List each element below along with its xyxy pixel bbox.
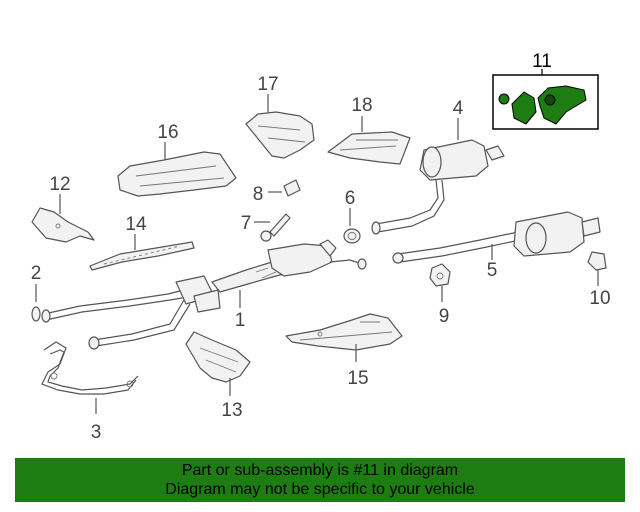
part-1-flange-rear bbox=[357, 258, 367, 270]
part-7-group[interactable]: 7 bbox=[241, 213, 291, 242]
part-1-lower-pipe-b bbox=[95, 303, 191, 347]
part-3-bracket-b bbox=[47, 349, 139, 391]
callout-7[interactable]: 7 bbox=[241, 213, 252, 234]
part-1-group[interactable]: 1 bbox=[41, 239, 367, 350]
part-6-gasket bbox=[343, 228, 361, 244]
callout-13[interactable]: 13 bbox=[221, 400, 242, 421]
part-5-pipe-b bbox=[399, 239, 521, 263]
part-4-muffler-end bbox=[422, 146, 442, 178]
part-1-lower-pipe-a bbox=[93, 299, 185, 341]
part-16-group[interactable]: 16 bbox=[117, 122, 237, 197]
part-1-left-pipe-a bbox=[43, 287, 193, 315]
callout-9[interactable]: 9 bbox=[439, 306, 450, 327]
part-3-bracket-a bbox=[41, 341, 137, 395]
part-5-muffler-end bbox=[525, 222, 547, 254]
part-1-left-pipe-b bbox=[45, 295, 195, 321]
part-1-flange-left bbox=[41, 309, 51, 323]
banner-line-1: Part or sub-assembly is #11 in diagram bbox=[181, 462, 459, 479]
part-2-group[interactable]: 2 bbox=[31, 263, 42, 322]
part-2-gasket bbox=[31, 306, 41, 322]
part-5-outlet bbox=[581, 217, 601, 237]
callout-5[interactable]: 5 bbox=[487, 260, 498, 281]
part-10-hanger bbox=[587, 251, 607, 271]
part-10-group[interactable]: 10 bbox=[587, 251, 611, 309]
part-notice-banner: Part or sub-assembly is #11 in diagram D… bbox=[15, 458, 625, 502]
part-8-stud bbox=[283, 179, 301, 197]
part-3-group[interactable]: 3 bbox=[41, 341, 139, 443]
callout-6[interactable]: 6 bbox=[345, 188, 356, 209]
part-1-converter-b bbox=[193, 289, 221, 313]
callout-3[interactable]: 3 bbox=[91, 422, 102, 443]
part-15-group[interactable]: 15 bbox=[285, 313, 403, 389]
part-13-group[interactable]: 13 bbox=[185, 331, 251, 421]
part-1-sensor-boss bbox=[319, 239, 337, 257]
part-16-heat-shield bbox=[117, 151, 237, 197]
part-11-bracket-small bbox=[511, 91, 537, 125]
part-15-heat-shield bbox=[285, 313, 403, 351]
part-8-group[interactable]: 8 bbox=[253, 179, 301, 205]
part-5-flange bbox=[392, 252, 404, 264]
part-12-group[interactable]: 12 bbox=[31, 174, 95, 243]
part-4-pipe-b bbox=[377, 179, 445, 233]
part-5-muffler-body bbox=[513, 211, 585, 257]
part-13-heat-shield bbox=[185, 331, 251, 383]
part-9-group[interactable]: 9 bbox=[429, 263, 451, 327]
part-1-flange-lower bbox=[88, 336, 100, 350]
part-4-flange bbox=[371, 221, 381, 235]
part-17-heat-shield bbox=[245, 111, 315, 159]
callout-11[interactable]: 11 bbox=[532, 51, 552, 72]
part-9-hanger bbox=[429, 263, 451, 287]
callout-16[interactable]: 16 bbox=[157, 122, 178, 143]
part-11-grommet bbox=[498, 93, 510, 105]
callout-8[interactable]: 8 bbox=[253, 184, 264, 205]
part-11-hole bbox=[544, 94, 556, 106]
part-17-group[interactable]: 17 bbox=[245, 74, 315, 159]
part-4-pipe-a bbox=[375, 179, 439, 225]
part-5-pipe-a bbox=[397, 231, 519, 255]
part-6-group[interactable]: 6 bbox=[343, 188, 361, 244]
callout-1[interactable]: 1 bbox=[235, 310, 246, 331]
part-1-resonator bbox=[267, 243, 333, 277]
part-14-group[interactable]: 14 bbox=[89, 214, 195, 271]
callout-18[interactable]: 18 bbox=[351, 95, 372, 116]
part-7-bolt-head bbox=[260, 230, 272, 242]
callout-10[interactable]: 10 bbox=[589, 288, 610, 309]
callout-4[interactable]: 4 bbox=[453, 98, 464, 119]
part-7-bolt-shaft bbox=[269, 213, 291, 237]
part-18-group[interactable]: 18 bbox=[327, 95, 411, 165]
part-12-heat-shield bbox=[31, 207, 95, 243]
part-5-group[interactable]: 5 bbox=[392, 211, 601, 281]
part-14-gasket bbox=[89, 241, 195, 271]
part-4-outlet bbox=[485, 145, 505, 161]
callout-2[interactable]: 2 bbox=[31, 263, 42, 284]
callout-12[interactable]: 12 bbox=[49, 174, 70, 195]
part-4-group[interactable]: 4 bbox=[371, 98, 505, 235]
part-11-group[interactable]: 11 bbox=[492, 51, 599, 130]
callout-17[interactable]: 17 bbox=[257, 74, 278, 95]
banner-line-2: Diagram may not be specific to your vehi… bbox=[165, 481, 475, 498]
callout-14[interactable]: 14 bbox=[125, 214, 147, 235]
callout-15[interactable]: 15 bbox=[347, 368, 368, 389]
